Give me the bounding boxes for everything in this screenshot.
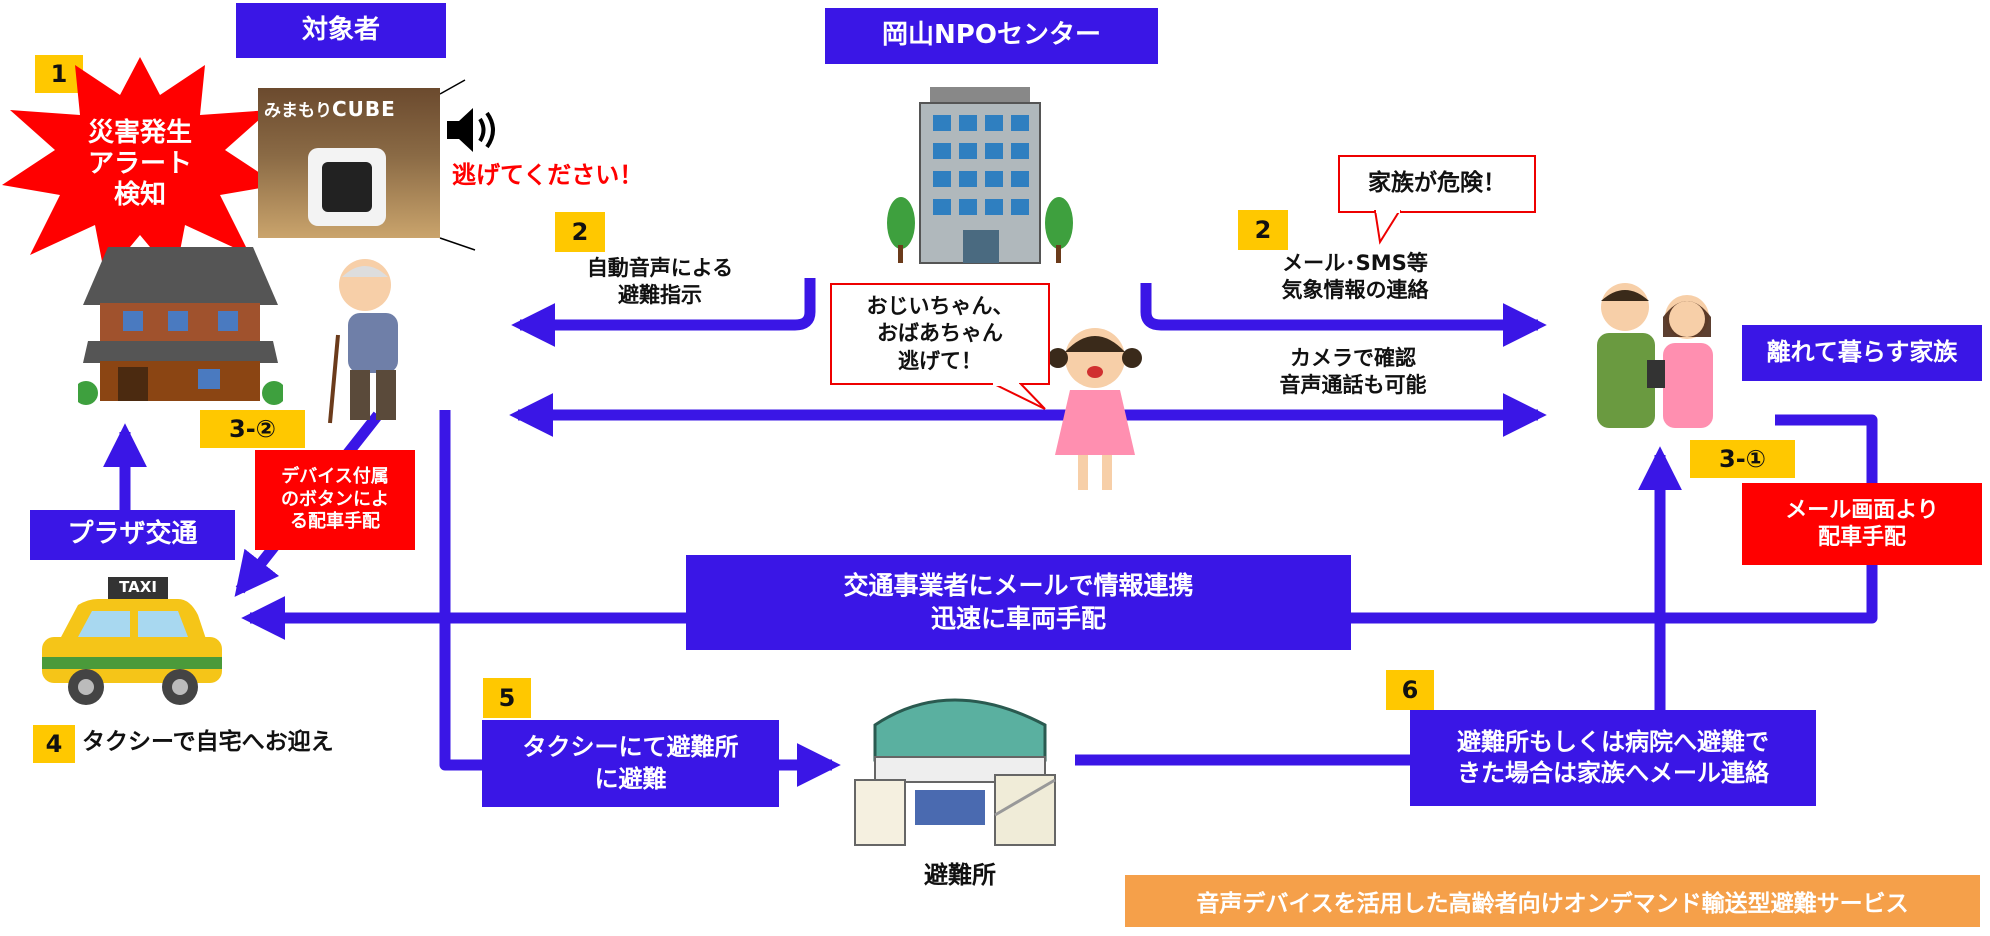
alert-text: 災害発生 アラート 検知 (87, 118, 192, 211)
badge-3-1: 3-① (1690, 440, 1795, 478)
family-icon (1597, 283, 1713, 428)
label-taxi-pickup: タクシーで自宅へお迎え (82, 729, 334, 755)
bubble-tail-icon (1373, 210, 1402, 245)
device-button-box: デバイス付属 のボタンによ る配車手配 (255, 450, 415, 550)
taxi-evac-box: タクシーにて避難所 に避難 (482, 720, 779, 807)
badge-2-left: 2 (555, 212, 605, 252)
shelter-building-icon (854, 698, 1056, 846)
bubble-tail-child-icon (991, 383, 1046, 410)
speaker-icon (447, 108, 495, 152)
badge-4: 4 (33, 725, 75, 763)
crying-child-icon (1048, 328, 1142, 490)
badge-5: 5 (483, 678, 531, 718)
footer-banner: 音声デバイスを活用した高齢者向けオンデマンド輸送型避難サービス (1125, 875, 1980, 927)
label-shelter: 避難所 (924, 861, 996, 889)
label-mail-sms: メール･SMS等 気象情報の連絡 (1281, 251, 1429, 303)
header-npo: 岡山NPOセンター (825, 8, 1158, 64)
header-target: 対象者 (236, 3, 446, 58)
elderly-person-icon (328, 259, 398, 424)
device-photo: みまもりCUBE (258, 88, 440, 238)
label-camera: カメラで確認 音声通話も可能 (1279, 346, 1427, 398)
device-logo-prefix: みまもり (264, 101, 332, 121)
cube-device-icon (308, 148, 386, 226)
device-logo-suffix: CUBE (332, 97, 396, 121)
house-icon (78, 247, 283, 405)
badge-3-2: 3-② (200, 410, 305, 448)
label-auto-voice: 自動音声による 避難指示 (586, 256, 734, 308)
notify-family-box: 避難所もしくは病院へ避難で きた場合は家族へメール連絡 (1410, 710, 1816, 806)
header-family: 離れて暮らす家族 (1742, 325, 1982, 381)
taxi-sign-text: TAXI (119, 578, 157, 596)
transport-link-box: 交通事業者にメールで情報連携 迅速に車両手配 (686, 555, 1351, 650)
arrow-auto-voice (511, 278, 816, 347)
badge-1: 1 (35, 55, 83, 93)
badge-2-right: 2 (1238, 210, 1288, 250)
header-taxi-company: プラザ交通 (30, 510, 235, 560)
mail-screen-box: メール画面より 配車手配 (1742, 483, 1982, 565)
taxi-icon (42, 577, 222, 705)
arrow-mail-sms (1140, 283, 1547, 347)
npo-building-icon (887, 87, 1073, 264)
bubble-family-danger: 家族が危険！ (1338, 155, 1536, 213)
alert-burst-icon (2, 57, 278, 277)
badge-6: 6 (1386, 670, 1434, 710)
device-warning: 逃げてください！ (452, 161, 644, 189)
bubble-grandparents: おじいちゃん、 おばあちゃん 逃げて！ (830, 283, 1050, 385)
